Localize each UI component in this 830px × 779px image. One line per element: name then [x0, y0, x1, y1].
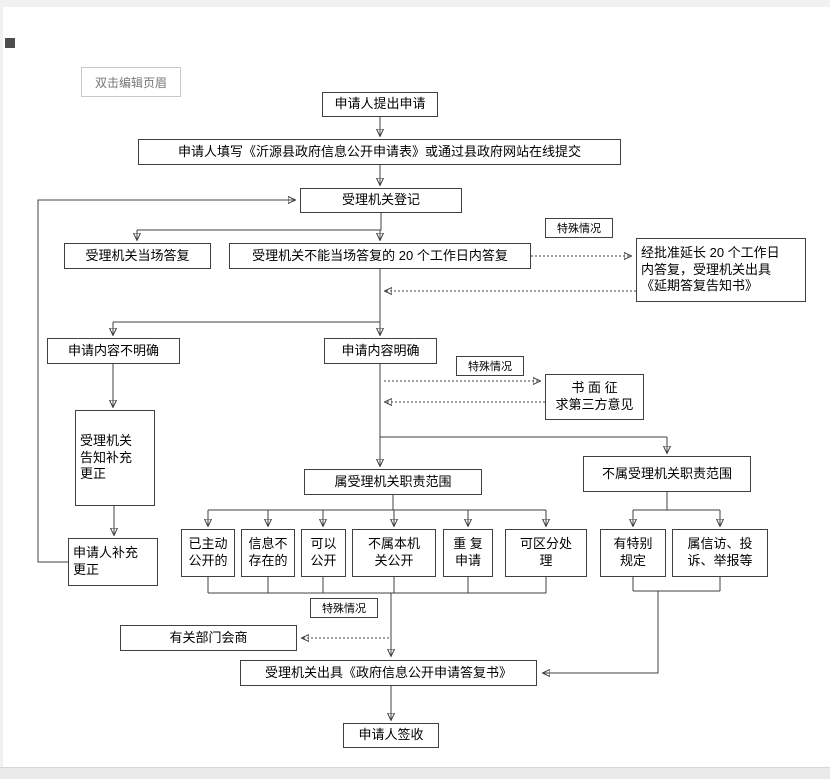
node-notify-supplement: 受理机关 告知补充 更正 — [75, 410, 155, 506]
label-special-case-2: 特殊情况 — [456, 356, 524, 376]
corner-marker-icon — [5, 38, 15, 48]
node-info-not-exist: 信息不 存在的 — [241, 529, 295, 577]
label-special-case-1: 特殊情况 — [545, 218, 613, 238]
node-content-unclear: 申请内容不明确 — [47, 338, 180, 364]
node-already-public: 已主动 公开的 — [181, 529, 235, 577]
node-out-of-scope: 不属受理机关职责范围 — [583, 456, 751, 492]
node-petition-complaint: 属信访、投 诉、举报等 — [672, 529, 768, 577]
node-onsite-reply: 受理机关当场答复 — [64, 243, 211, 269]
node-content-clear: 申请内容明确 — [324, 338, 437, 364]
node-sign-receipt: 申请人签收 — [343, 723, 439, 748]
node-extend-reply-20-days: 经批准延长 20 个工作日 内答复，受理机关出具 《延期答复告知书》 — [636, 238, 806, 302]
node-submit-application: 申请人提出申请 — [322, 92, 438, 117]
node-reply-document: 受理机关出具《政府信息公开申请答复书》 — [240, 660, 537, 686]
node-register: 受理机关登记 — [300, 188, 462, 213]
bottom-edge — [0, 767, 830, 779]
node-special-rules: 有特别 规定 — [600, 529, 666, 577]
node-applicant-supplement: 申请人补充 更正 — [68, 538, 158, 586]
node-reply-within-20-days: 受理机关不能当场答复的 20 个工作日内答复 — [229, 243, 531, 269]
node-fill-application-form: 申请人填写《沂源县政府信息公开申请表》或通过县政府网站在线提交 — [138, 139, 621, 165]
left-edge — [0, 7, 3, 767]
node-in-scope: 属受理机关职责范围 — [304, 469, 482, 495]
node-third-party-opinion: 书 面 征 求第三方意见 — [545, 374, 644, 420]
node-separable-handling: 可区分处 理 — [505, 529, 587, 577]
top-edge — [0, 0, 830, 7]
node-consult-departments: 有关部门会商 — [120, 625, 297, 651]
label-special-case-3: 特殊情况 — [310, 598, 378, 618]
node-can-disclose: 可以 公开 — [301, 529, 346, 577]
node-repeat-application: 重 复 申请 — [443, 529, 493, 577]
node-not-this-organ: 不属本机 关公开 — [352, 529, 436, 577]
header-edit-hint[interactable]: 双击编辑页眉 — [81, 67, 181, 97]
